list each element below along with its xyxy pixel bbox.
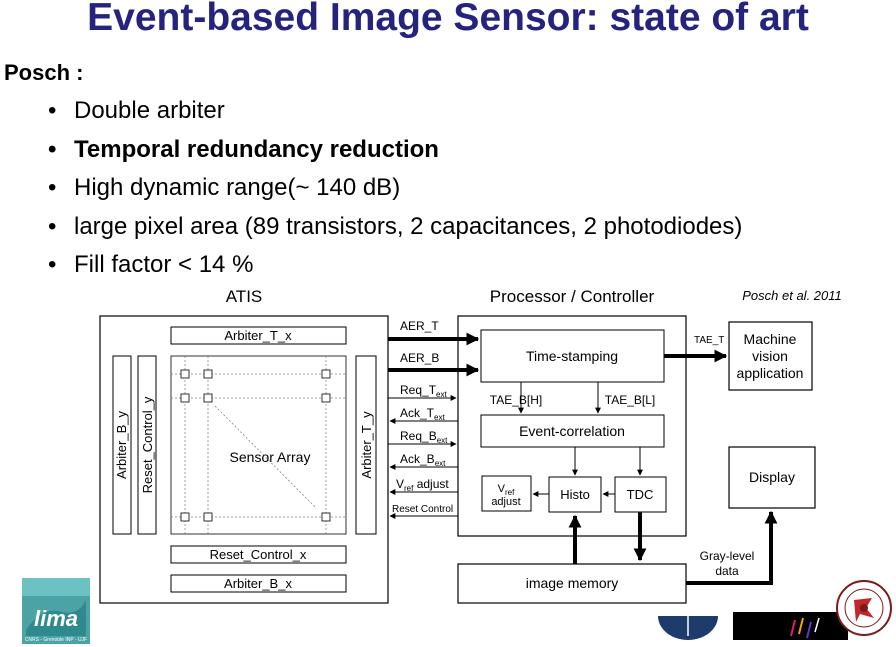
ack-b-main: Ack_B bbox=[400, 452, 435, 466]
display-block bbox=[728, 446, 816, 509]
university-seal-logo bbox=[836, 580, 892, 636]
svg-text:lima: lima bbox=[34, 606, 78, 631]
bullet-text: Temporal redundancy reduction bbox=[74, 135, 439, 163]
vref-adjust-block-label2: adjust bbox=[491, 496, 520, 508]
partner-logo-half-circle bbox=[658, 616, 718, 640]
image-memory-block bbox=[457, 563, 687, 604]
arbiter-b-x-label: Arbiter_B_x bbox=[224, 576, 292, 591]
bullet-dot-icon: • bbox=[48, 97, 57, 124]
atis-label: ATIS bbox=[226, 287, 263, 306]
histo-label: Histo bbox=[560, 487, 590, 502]
event-correlation-block bbox=[480, 414, 665, 448]
arbiter-t-x-label: Arbiter_T_x bbox=[224, 328, 292, 343]
signal-arrows bbox=[388, 332, 778, 585]
image-memory-label: image memory bbox=[526, 575, 619, 591]
lab-logo-caption: CNRS - Grenoble INP - UJF bbox=[25, 637, 87, 643]
machine-vision-block bbox=[728, 321, 813, 391]
time-stamping-label: Time-stamping bbox=[526, 348, 618, 364]
machine-vision-line1: Machine bbox=[744, 331, 797, 347]
machine-vision-line3: application bbox=[737, 365, 804, 381]
ack-t-main: Ack_T bbox=[400, 406, 435, 420]
sensor-array-grid bbox=[170, 355, 347, 535]
bullet-item: • Double arbiter bbox=[48, 94, 742, 133]
tae-t-label: TAE_T bbox=[694, 335, 724, 346]
req-b-main: Req_B bbox=[400, 429, 437, 443]
vref-adjust-signal-label: Vref adjust bbox=[396, 477, 449, 493]
bullet-text: Double arbiter bbox=[74, 97, 225, 124]
pixel-cells bbox=[180, 369, 331, 522]
bullet-text: High dynamic range(~ 140 dB) bbox=[74, 174, 401, 201]
aer-t-label: AER_T bbox=[400, 319, 439, 333]
req-t-sub: ext bbox=[436, 390, 447, 399]
arbiter-b-y-block bbox=[112, 355, 132, 535]
vref-v: V bbox=[498, 483, 506, 495]
processor-outline bbox=[457, 315, 687, 537]
vref-signal-sub: ref bbox=[404, 484, 414, 493]
bullet-item: • Temporal redundancy reduction bbox=[48, 133, 742, 172]
req-t-main: Req_T bbox=[400, 383, 437, 397]
arbiter-b-x-block bbox=[170, 574, 347, 593]
partner-logo-black-banner bbox=[733, 612, 848, 640]
ack-t-label: Ack_Text bbox=[400, 406, 445, 422]
tdc-label: TDC bbox=[627, 487, 654, 502]
processor-label: Processor / Controller bbox=[490, 287, 655, 306]
req-b-sub: ext bbox=[437, 436, 448, 445]
histo-block bbox=[548, 476, 602, 513]
gray-level-label-2: data bbox=[715, 564, 739, 578]
slide-subtitle: Posch : bbox=[4, 60, 84, 85]
bullet-text: Fill factor < 14 % bbox=[74, 251, 254, 278]
ack-b-label: Ack_Bext bbox=[400, 452, 446, 468]
atis-chip-outline bbox=[99, 315, 389, 604]
bullet-dot-icon: • bbox=[48, 135, 57, 163]
bullet-list: • Double arbiter • Temporal redundancy red… bbox=[48, 94, 742, 287]
bullet-item: • Fill factor < 14 % bbox=[48, 248, 742, 287]
gray-level-label-1: Gray-level bbox=[700, 549, 755, 563]
bullet-text: large pixel area (89 transistors, 2 capa… bbox=[74, 212, 743, 240]
vref-signal-v: V bbox=[396, 477, 404, 491]
reset-control-y-block bbox=[137, 355, 157, 535]
arbiter-t-x-block bbox=[170, 326, 347, 345]
vref-sub: ref bbox=[505, 488, 515, 497]
arbiter-t-y-label: Arbiter_T_y bbox=[359, 411, 374, 479]
lab-logo: lima CNRS - Grenoble INP - UJF bbox=[22, 578, 90, 644]
bullet-item: • large pixel area (89 transistors, 2 cap… bbox=[48, 210, 742, 249]
bullet-dot-icon: • bbox=[48, 212, 57, 240]
machine-vision-line2: vision bbox=[752, 348, 788, 364]
bullet-dot-icon: • bbox=[48, 251, 57, 278]
citation: Posch et al. 2011 bbox=[742, 288, 842, 303]
vref-adjust-block bbox=[481, 475, 532, 512]
ack-t-sub: ext bbox=[434, 413, 445, 422]
bullet-dot-icon: • bbox=[48, 174, 57, 201]
vref-signal-rest: adjust bbox=[413, 477, 449, 491]
slide-title: Event-based Image Sensor: state of art bbox=[87, 0, 809, 39]
reset-control-x-label: Reset_Control_x bbox=[210, 547, 307, 562]
vref-adjust-block-label: Vref bbox=[498, 483, 515, 497]
arbiter-t-y-block bbox=[355, 355, 377, 535]
arbiter-b-y-label: Arbiter_B_y bbox=[114, 411, 129, 479]
time-stamping-block bbox=[480, 329, 665, 383]
sensor-array-label: Sensor Array bbox=[230, 449, 311, 465]
display-label: Display bbox=[749, 469, 795, 485]
event-correlation-label: Event-correlation bbox=[519, 423, 625, 439]
tae-b-h-label: TAE_B[H] bbox=[490, 393, 542, 407]
tdc-block bbox=[614, 476, 667, 513]
reset-control-signal-label: Reset Control bbox=[392, 504, 453, 515]
sensor-array-gridlines bbox=[171, 356, 346, 534]
tae-b-l-label: TAE_B[L] bbox=[605, 393, 655, 407]
req-t-label: Req_Text bbox=[400, 383, 447, 399]
ack-b-sub: ext bbox=[435, 459, 446, 468]
bullet-item: • High dynamic range(~ 140 dB) bbox=[48, 171, 742, 210]
reset-control-x-block bbox=[170, 545, 347, 564]
reset-control-y-label: Reset_Control_y bbox=[140, 396, 155, 493]
req-b-label: Req_Bext bbox=[400, 429, 448, 445]
aer-b-label: AER_B bbox=[400, 351, 439, 365]
